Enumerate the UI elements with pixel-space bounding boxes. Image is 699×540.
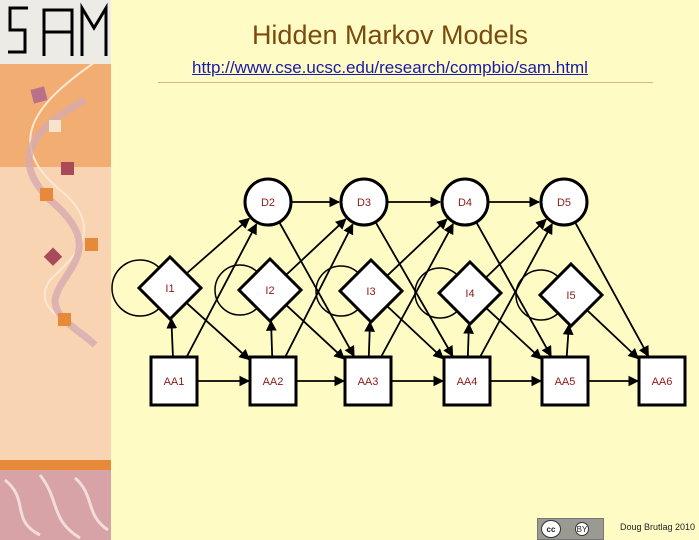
transition-edge: [380, 223, 454, 358]
node-label: AA6: [652, 376, 673, 388]
transition-edge: [285, 218, 347, 276]
transition-edge: [562, 323, 574, 358]
transition-edge: [485, 307, 543, 360]
insert-state-i3: I3: [337, 257, 405, 325]
node-label: D4: [458, 197, 472, 209]
delete-state-d3: D3: [339, 177, 389, 227]
cc-by-license-badge[interactable]: cc BY: [537, 518, 604, 540]
match-box: [442, 355, 492, 407]
slide-title: Hidden Markov Models: [251, 20, 529, 50]
transition-edge: [485, 218, 547, 279]
node-label: AA4: [457, 376, 478, 388]
insert-state-i4: I4: [436, 259, 504, 327]
transition-edge: [278, 222, 355, 358]
insert-state-i1: I1: [136, 254, 204, 322]
node-label: I5: [566, 290, 575, 302]
match-box: [637, 355, 687, 407]
delete-state-d5: D5: [539, 177, 589, 227]
node-label: D3: [357, 197, 371, 209]
sam-url-link[interactable]: http://www.cse.ucsc.edu/research/compbio…: [192, 58, 588, 77]
by-icon: BY: [575, 522, 589, 536]
title-divider: [158, 82, 653, 83]
insert-diamond: [236, 256, 304, 324]
delete-state-d2: D2: [243, 177, 293, 227]
node-label: AA1: [164, 376, 185, 388]
match-box: [248, 355, 298, 407]
transition-edge: [265, 319, 277, 358]
match-box: [343, 355, 393, 407]
transition-edge: [463, 322, 475, 358]
insert-state-i2: I2: [236, 256, 304, 324]
insert-diamond: [136, 254, 204, 322]
node-label: D2: [261, 197, 275, 209]
transition-edge: [185, 217, 251, 275]
match-state-aa4: AA4: [442, 355, 492, 407]
delete-circle: [243, 177, 293, 227]
node-label: I1: [165, 283, 174, 295]
transition-edge: [574, 222, 650, 358]
node-label: I4: [465, 288, 474, 300]
node-label: AA3: [358, 376, 379, 388]
node-label: I2: [265, 285, 274, 297]
match-box: [149, 355, 199, 407]
match-box: [540, 355, 590, 407]
match-state-aa1: AA1: [149, 355, 199, 407]
transition-edge: [375, 222, 454, 358]
decorative-sidebar: [0, 0, 111, 540]
insert-diamond: [537, 261, 605, 329]
transition-edge: [185, 223, 258, 358]
transition-edge: [586, 309, 640, 360]
delete-circle: [539, 177, 589, 227]
transition-edge: [386, 305, 445, 360]
insert-state-i5: I5: [537, 261, 605, 329]
node-label: I3: [366, 286, 375, 298]
transition-edge: [166, 317, 178, 358]
cc-icon: cc: [541, 520, 561, 538]
transition-edge: [285, 304, 346, 360]
insert-diamond: [436, 259, 504, 327]
node-label: AA2: [263, 376, 284, 388]
transition-edge: [364, 320, 376, 358]
transition-edge: [386, 218, 448, 277]
delete-circle: [440, 177, 490, 227]
author-credit: Doug Brutlag 2010: [620, 522, 696, 532]
match-state-aa2: AA2: [248, 355, 298, 407]
node-label: D5: [557, 197, 571, 209]
delete-state-d4: D4: [440, 177, 490, 227]
transition-edge: [475, 222, 552, 358]
sam-logo: [8, 2, 108, 56]
match-state-aa3: AA3: [343, 355, 393, 407]
delete-circle: [339, 177, 389, 227]
match-state-aa5: AA5: [540, 355, 590, 407]
transition-edge: [185, 302, 251, 361]
match-state-aa6: AA6: [637, 355, 687, 407]
insert-diamond: [337, 257, 405, 325]
node-label: AA5: [555, 376, 576, 388]
transition-edge: [284, 223, 354, 358]
